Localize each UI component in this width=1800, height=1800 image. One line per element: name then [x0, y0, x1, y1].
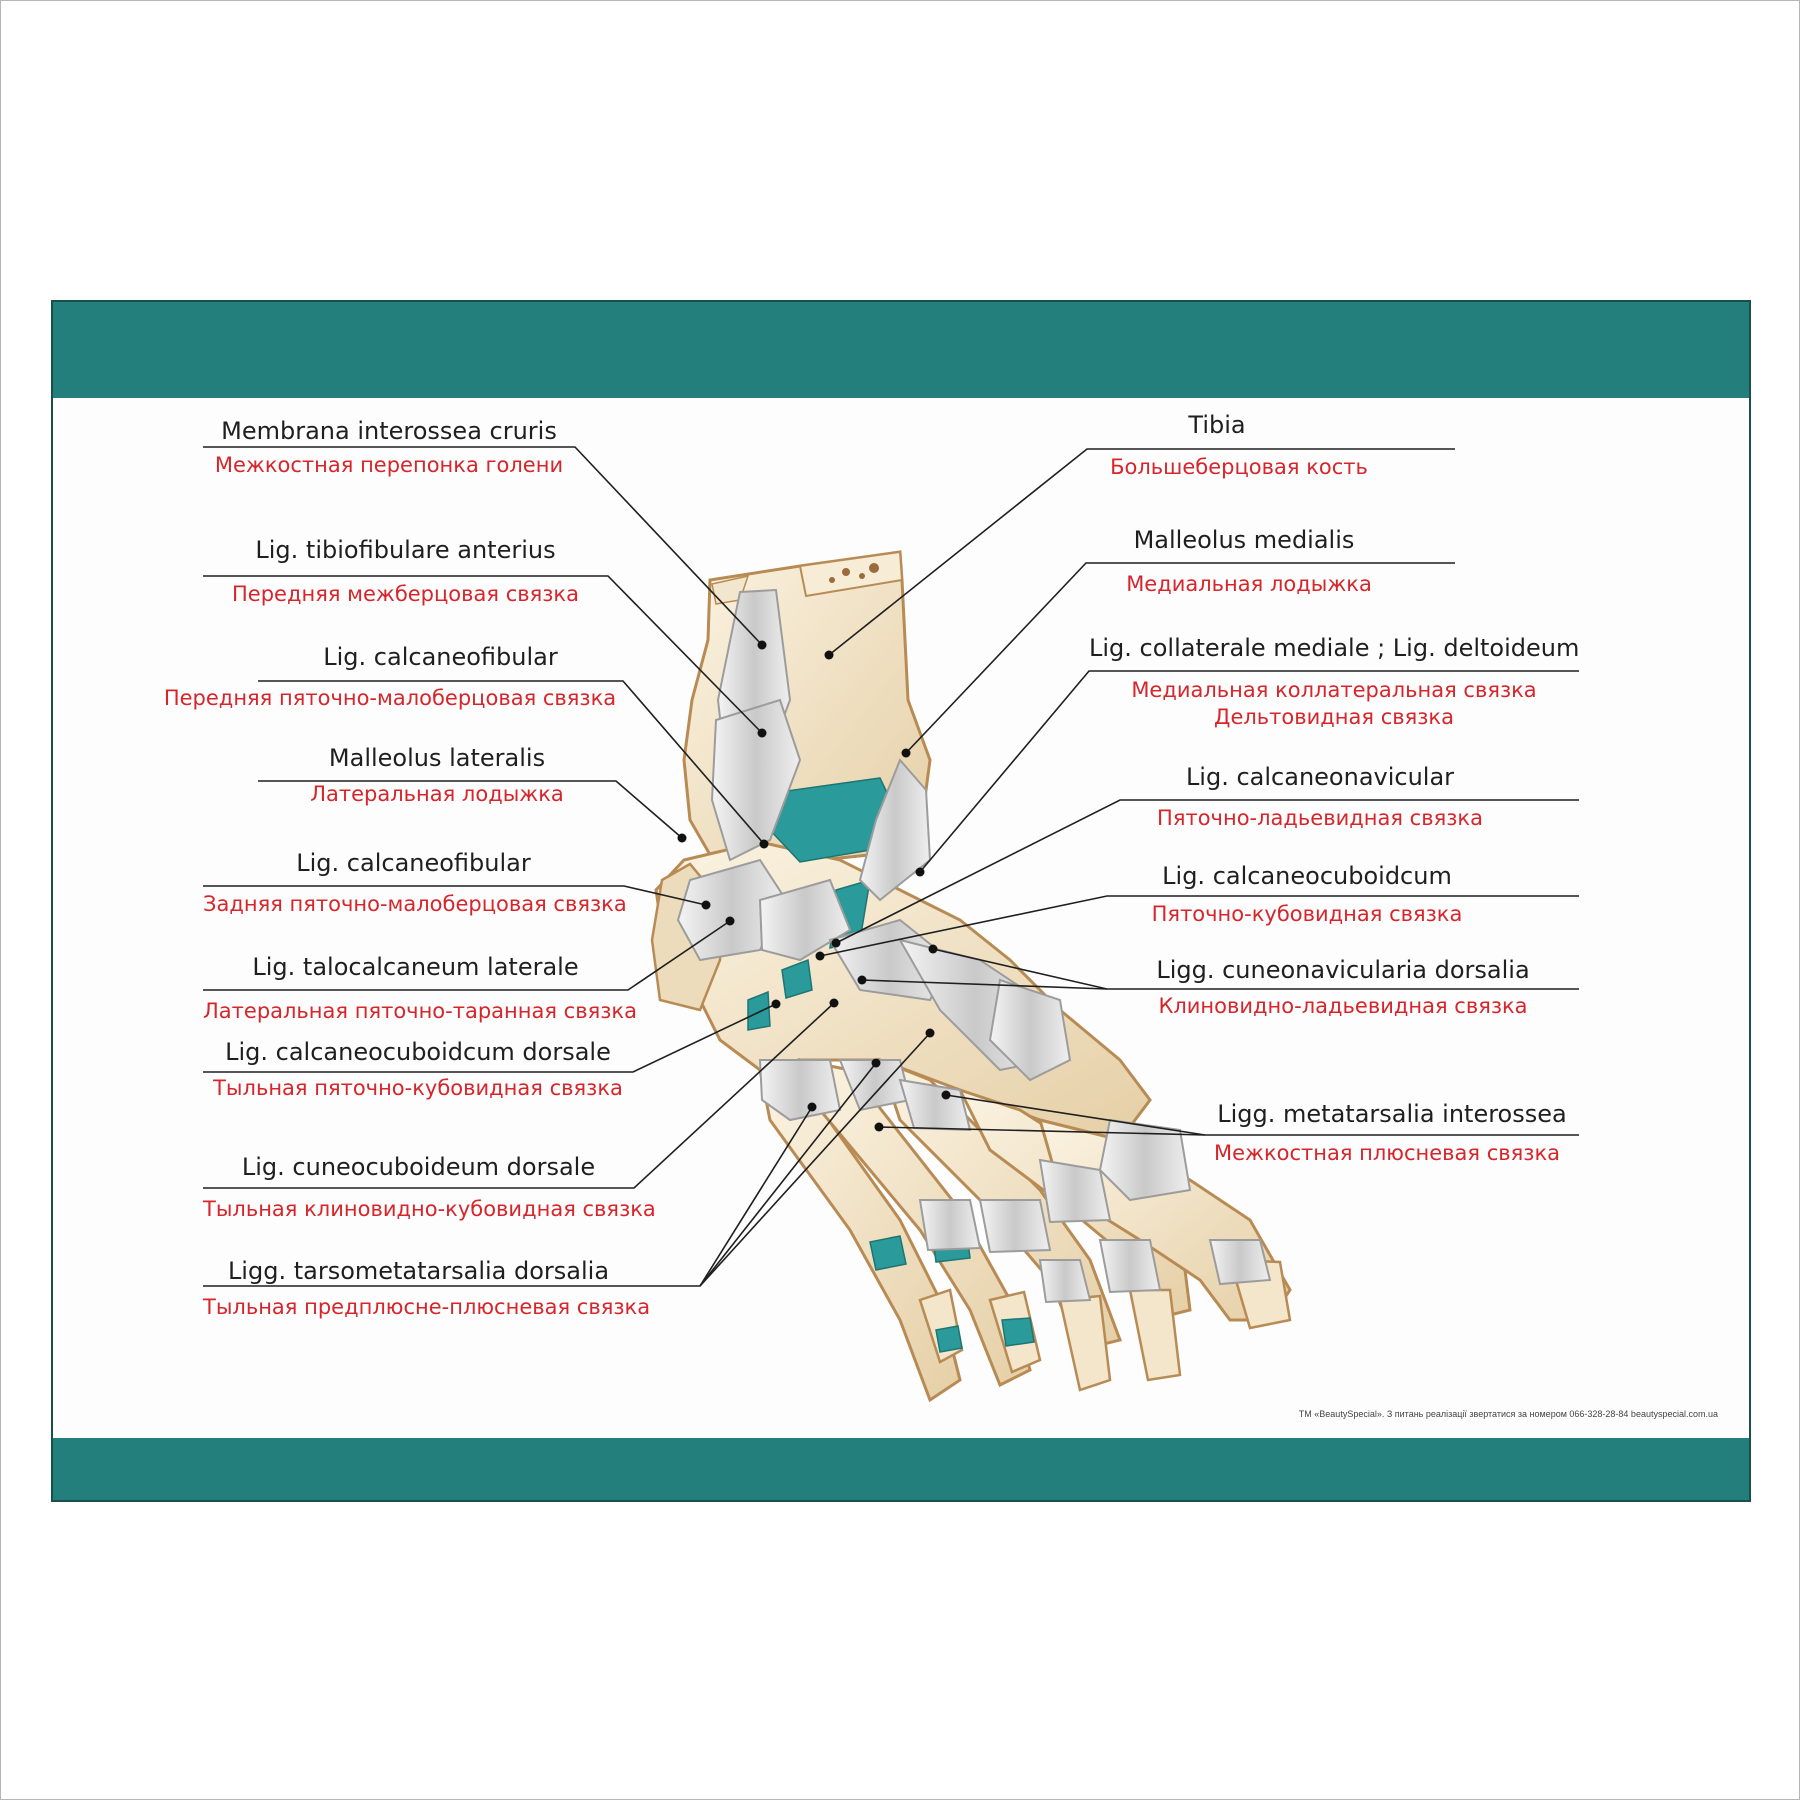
- footer-band: [53, 1438, 1749, 1500]
- label-cuneonavicularia-russian: Клиновидно-ладьевидная связка: [1158, 994, 1528, 1018]
- leader-collaterale: [919, 670, 1579, 873]
- label-malleolus-lat-russian: Латеральная лодыжка: [310, 782, 564, 806]
- label-calcaneofibular-post-russian: Задняя пяточно-малоберцовая связка: [203, 892, 627, 916]
- leader-membrana: [203, 446, 763, 646]
- label-metatarsalia-russian: Межкостная плюсневая связка: [1213, 1141, 1561, 1165]
- leader-malleolus-lat: [258, 780, 683, 839]
- leader-calcaneofibular-post: [203, 885, 707, 906]
- leader-calcaneonavicular: [835, 799, 1579, 944]
- label-tibiofibulare-russian: Передняя межберцовая связка: [231, 582, 579, 606]
- pointer-dots: [677, 640, 951, 1132]
- label-tibia-latin: Tibia: [1188, 411, 1246, 439]
- leader-tibia: [828, 448, 1455, 656]
- leader-malleolus-med: [905, 562, 1455, 754]
- label-talocalcaneum-latin: Lig. talocalcaneum laterale: [252, 953, 579, 981]
- label-calcaneofibular-post-latin: Lig. calcaneofibular: [296, 849, 531, 877]
- label-membrana-latin: Membrana interossea cruris: [221, 417, 557, 445]
- leader-calcaneofibular-ant: [258, 680, 765, 845]
- header-band: [53, 302, 1749, 398]
- label-metatarsalia-latin: Ligg. metatarsalia interossea: [1217, 1100, 1567, 1128]
- leader-lines-right: [819, 448, 1579, 1136]
- label-talocalcaneum-russian: Латеральная пяточно-таранная связка: [203, 999, 637, 1023]
- label-calcaneofibular-ant-russian: Передняя пяточно-малоберцовая связка: [163, 686, 617, 710]
- label-tibiofibulare-latin: Lig. tibiofibulare anterius: [255, 536, 556, 564]
- label-calcaneocuboid-dorsale-latin: Lig. calcaneocuboidcum dorsale: [225, 1038, 611, 1066]
- label-malleolus-med-latin: Malleolus medialis: [1133, 526, 1355, 554]
- label-calcaneonavicular-russian: Пяточно-ладьевидная связка: [1157, 806, 1483, 830]
- label-cuneocuboideum-latin: Lig. cuneocuboideum dorsale: [241, 1153, 596, 1181]
- label-collaterale-russian-1: Медиальная коллатеральная связка: [1131, 678, 1537, 702]
- label-tarsometatarsalia-latin: Ligg. tarsometatarsalia dorsalia: [227, 1257, 610, 1285]
- label-tarsometatarsalia-russian: Тыльная предплюсне-плюсневая связка: [203, 1295, 651, 1319]
- leader-cuneocuboideum: [203, 1002, 835, 1189]
- leader-tibiofibulare: [203, 575, 763, 734]
- label-cuneonavicularia-latin: Ligg. cuneonavicularia dorsalia: [1156, 956, 1530, 984]
- leader-talocalcaneum: [203, 920, 731, 991]
- label-calcaneofibular-ant-latin: Lig. calcaneofibular: [323, 643, 558, 671]
- ligaments: [676, 588, 1272, 1304]
- label-calcaneocuboid-latin: Lig. calcaneocuboidcum: [1162, 862, 1452, 890]
- label-calcaneocuboid-russian: Пяточно-кубовидная связка: [1151, 902, 1463, 926]
- label-malleolus-lat-latin: Malleolus lateralis: [328, 744, 546, 772]
- label-calcaneonavicular-latin: Lig. calcaneonavicular: [1185, 763, 1455, 791]
- footer-note: ТМ «BeautySpecial». З питань реалізації …: [1298, 1409, 1718, 1419]
- leader-calcaneocuboid: [819, 895, 1579, 957]
- label-malleolus-med-russian: Медиальная лодыжка: [1126, 572, 1372, 596]
- label-collaterale-latin: Lig. collaterale mediale ; Lig. deltoide…: [1089, 634, 1580, 662]
- label-collaterale-russian-2: Дельтовидная связка: [1214, 705, 1454, 729]
- label-tibia-russian: Большеберцовая кость: [1110, 455, 1368, 479]
- label-calcaneocuboid-dorsale-russian: Тыльная пяточно-кубовидная связка: [213, 1076, 623, 1100]
- label-cuneocuboideum-russian: Тыльная клиновидно-кубовидная связка: [203, 1197, 656, 1221]
- leader-lines-left: [203, 446, 931, 1287]
- label-membrana-russian: Межкостная перепонка голени: [214, 453, 564, 477]
- leader-calcaneocuboid-dorsale: [203, 1003, 777, 1073]
